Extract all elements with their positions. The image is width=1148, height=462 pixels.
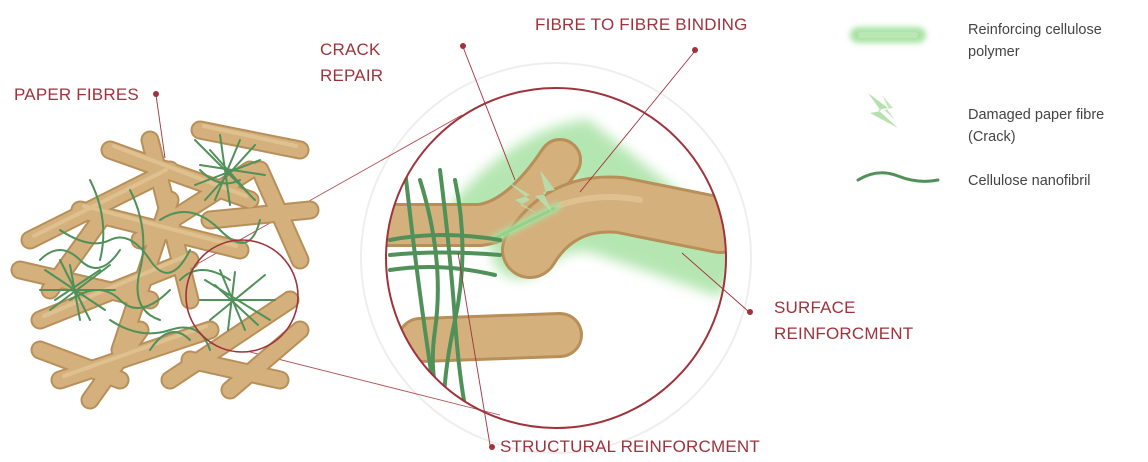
label-structural: STRUCTURAL REINFORCMENT <box>500 437 760 456</box>
wavy-line-icon <box>858 173 938 182</box>
legend-nanofibril: Cellulose nanofibril <box>968 173 1091 189</box>
label-surface-line2: REINFORCMENT <box>774 324 913 343</box>
zoom-detail <box>380 150 730 430</box>
paper-fibre-mat <box>20 126 310 400</box>
glow-bar-icon <box>850 27 926 43</box>
legend-damaged-line1: Damaged paper fibre <box>968 107 1104 123</box>
label-crack-repair-line2: REPAIR <box>320 66 383 85</box>
label-fibre-binding: FIBRE TO FIBRE BINDING <box>535 15 748 34</box>
label-paper-fibres: PAPER FIBRES <box>14 85 139 104</box>
label-crack-repair-line1: CRACK <box>320 40 381 59</box>
legend-polymer-line1: Reinforcing cellulose <box>968 22 1102 38</box>
legend-polymer-line2: polymer <box>968 44 1020 60</box>
label-surface-line1: SURFACE <box>774 298 856 317</box>
legend: Reinforcing cellulose polymer Damaged pa… <box>850 22 1104 189</box>
crack-bolt-icon <box>868 93 898 128</box>
legend-damaged-line2: (Crack) <box>968 129 1016 145</box>
